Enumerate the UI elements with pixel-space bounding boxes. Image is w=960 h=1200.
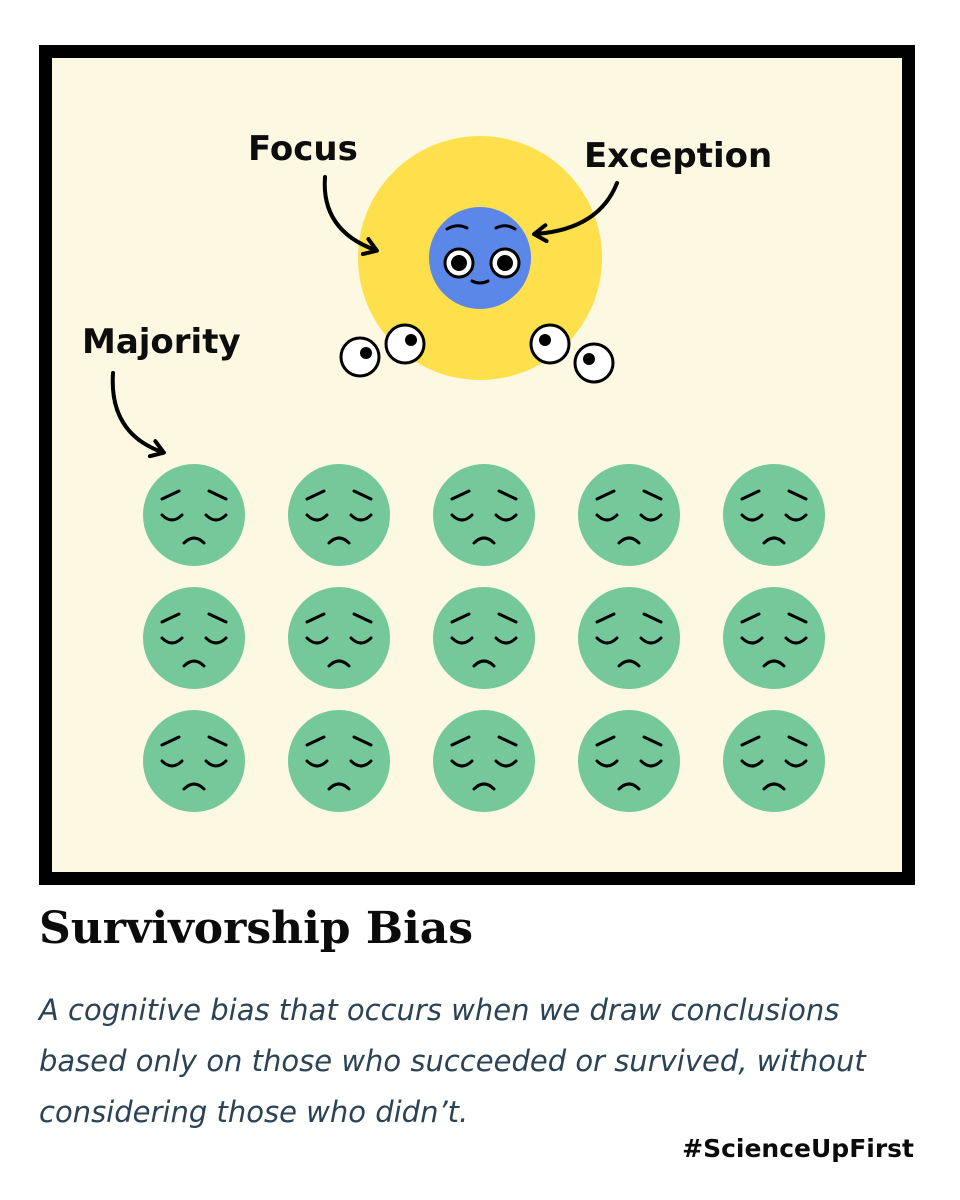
majority-arrow	[110, 371, 166, 459]
sad-face-icon	[578, 710, 680, 812]
onlooker-eyes-icon	[384, 323, 426, 365]
focus-label: Focus	[248, 129, 358, 169]
sad-face-icon	[288, 587, 390, 689]
sad-face-icon	[433, 587, 535, 689]
exception-label: Exception	[584, 136, 773, 176]
sad-face-icon	[143, 710, 245, 812]
focus-arrow	[322, 175, 379, 257]
sad-face-icon	[723, 587, 825, 689]
illustration-panel: Focus Exception Majority	[39, 45, 915, 885]
sad-face-icon	[288, 710, 390, 812]
illustration-canvas	[110, 136, 825, 812]
exception-face-icon	[429, 207, 531, 309]
exception-arrow	[532, 181, 619, 244]
sad-face-icon	[578, 464, 680, 566]
majority-label: Majority	[82, 322, 241, 362]
onlooker-eyes-left	[339, 323, 426, 378]
sad-face-icon	[288, 464, 390, 566]
sad-face-icon	[433, 710, 535, 812]
onlooker-eyes-icon	[339, 336, 381, 378]
sad-face-icon	[723, 464, 825, 566]
onlooker-eyes-icon	[529, 323, 571, 365]
sad-face-icon	[143, 464, 245, 566]
onlooker-eyes-right	[529, 323, 615, 384]
caption-description: A cognitive bias that occurs when we dra…	[39, 993, 866, 1129]
sad-face-icon	[433, 464, 535, 566]
caption-title: Survivorship Bias	[39, 903, 474, 954]
sad-face-icon	[143, 587, 245, 689]
onlooker-eyes-icon	[573, 342, 615, 384]
hashtag: #ScienceUpFirst	[682, 1134, 914, 1163]
sad-face-icon	[578, 587, 680, 689]
majority-grid	[143, 464, 825, 812]
sad-face-icon	[723, 710, 825, 812]
